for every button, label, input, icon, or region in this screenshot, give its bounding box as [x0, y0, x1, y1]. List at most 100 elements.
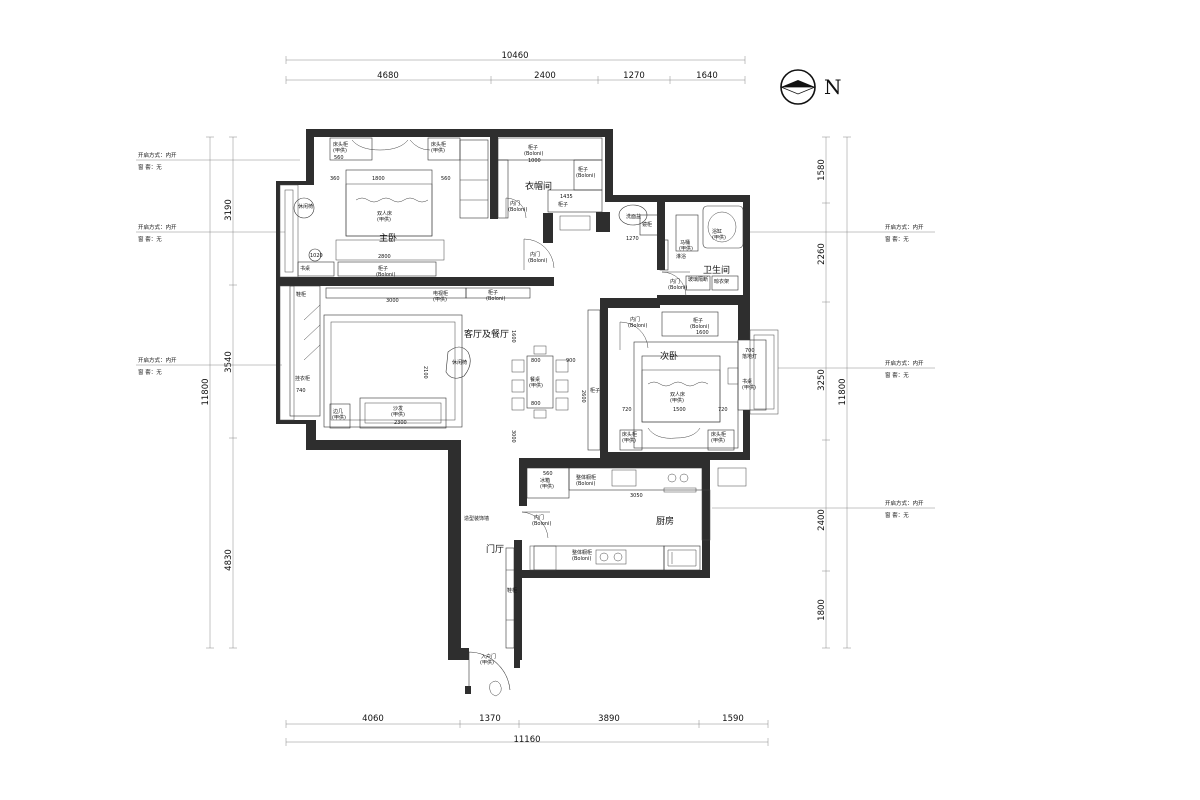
- svg-text:(Boloni): (Boloni): [572, 556, 591, 562]
- walk-in-closet: 柜子 (Boloni) 1000 柜子 (Boloni) 1435 柜子 衣帽间…: [497, 137, 603, 231]
- svg-text:(Boloni): (Boloni): [690, 324, 709, 330]
- svg-text:床头柜: 床头柜: [622, 431, 637, 438]
- svg-text:(Boloni): (Boloni): [576, 481, 595, 487]
- svg-text:800: 800: [531, 401, 541, 407]
- svg-text:1800: 1800: [372, 176, 385, 182]
- svg-text:1600: 1600: [696, 330, 709, 336]
- dim-bottom-seg: 1590: [722, 714, 744, 724]
- dimension-top: 10460 4680 2400 1270 1640: [285, 51, 746, 84]
- svg-text:洗面盆: 洗面盆: [626, 213, 641, 220]
- bathtub: [702, 205, 744, 249]
- svg-text:(甲供): (甲供): [670, 397, 684, 404]
- svg-text:(甲供): (甲供): [622, 437, 636, 444]
- svg-text:(甲供): (甲供): [431, 147, 445, 154]
- room-label-master: 主卧: [379, 232, 397, 244]
- living-dining: 电视柜 (甲供) 3000 柜子 (Boloni) 2100 沙发 (甲供) 2…: [289, 285, 601, 451]
- svg-text:整体橱柜: 整体橱柜: [576, 474, 596, 481]
- svg-text:(甲供): (甲供): [529, 382, 543, 389]
- svg-text:(Boloni): (Boloni): [524, 151, 543, 157]
- foyer: 门厅 鞋柜 入户门 (甲供): [465, 543, 520, 697]
- dim-bottom-seg: 4060: [362, 714, 384, 724]
- svg-text:(Boloni): (Boloni): [486, 296, 505, 302]
- svg-text:(甲供): (甲供): [391, 411, 405, 418]
- dim-top-seg: 4680: [377, 71, 399, 81]
- svg-text:休闲椅: 休闲椅: [298, 203, 313, 210]
- svg-text:720: 720: [718, 407, 728, 413]
- nightstand: [329, 137, 373, 161]
- window-note: 开启方式：内开 窗 套：无: [748, 223, 935, 243]
- room-label-kitchen: 厨房: [656, 515, 674, 527]
- dim-right-seg: 2400: [817, 509, 827, 531]
- svg-text:冰箱: 冰箱: [540, 477, 550, 484]
- svg-text:2300: 2300: [394, 420, 407, 426]
- carpet: [323, 314, 463, 428]
- svg-text:造型装饰墙: 造型装饰墙: [464, 515, 489, 522]
- svg-text:2800: 2800: [378, 254, 391, 260]
- svg-text:柜子: 柜子: [578, 166, 588, 173]
- svg-text:开启方式：内开: 开启方式：内开: [885, 499, 924, 507]
- svg-text:柜子: 柜子: [558, 201, 568, 208]
- kitchen-cabinet: [533, 545, 665, 571]
- dim-right-seg: 3250: [817, 369, 827, 391]
- svg-text:560: 560: [543, 471, 553, 477]
- svg-text:边几: 边几: [333, 408, 343, 415]
- svg-text:柜子: 柜子: [528, 144, 538, 151]
- dining-table: [526, 355, 554, 409]
- svg-text:560: 560: [334, 155, 344, 161]
- svg-text:窗 套：无: 窗 套：无: [138, 235, 162, 243]
- svg-text:沙发: 沙发: [393, 405, 403, 412]
- svg-text:1435: 1435: [560, 194, 573, 200]
- sofa: [359, 397, 447, 429]
- svg-text:(Boloni): (Boloni): [532, 521, 551, 527]
- window-note: 开启方式：内开 窗 套：无: [712, 499, 935, 519]
- svg-text:窗 套：无: 窗 套：无: [885, 235, 909, 243]
- svg-text:窗 套：无: 窗 套：无: [138, 163, 162, 171]
- svg-text:开启方式：内开: 开启方式：内开: [885, 223, 924, 231]
- svg-text:内门: 内门: [510, 200, 520, 207]
- dim-top-seg: 1270: [623, 71, 645, 81]
- svg-text:休闲椅: 休闲椅: [452, 359, 467, 366]
- svg-text:柜子: 柜子: [378, 265, 388, 272]
- dim-top-total: 10460: [501, 51, 528, 61]
- svg-text:1020: 1020: [310, 253, 323, 259]
- svg-text:2100: 2100: [422, 366, 428, 379]
- window-note: 开启方式：内开 窗 套：无: [136, 223, 285, 243]
- svg-text:落地灯: 落地灯: [742, 353, 757, 360]
- svg-text:(甲供): (甲供): [712, 234, 726, 241]
- svg-text:720: 720: [622, 407, 632, 413]
- room-label-foyer: 门厅: [486, 543, 504, 555]
- svg-text:2600: 2600: [580, 390, 586, 403]
- svg-text:(甲供): (甲供): [540, 483, 554, 490]
- dim-bottom-seg: 3890: [598, 714, 620, 724]
- leisure-chair: [293, 197, 315, 219]
- room-label-living: 客厅及餐厅: [464, 328, 509, 340]
- dim-left-total: 11800: [201, 378, 211, 405]
- svg-text:窗 套：无: 窗 套：无: [138, 368, 162, 376]
- svg-text:(甲供): (甲供): [679, 245, 693, 252]
- svg-text:(Boloni): (Boloni): [628, 323, 647, 329]
- svg-text:3000: 3000: [510, 430, 516, 443]
- window-note: 开启方式：内开 窗 套：无: [778, 359, 935, 379]
- svg-text:3050: 3050: [630, 493, 643, 499]
- svg-text:整体橱柜: 整体橱柜: [572, 549, 592, 556]
- dim-right-seg: 2260: [817, 243, 827, 265]
- second-bedroom: 柜子 (Boloni) 1600 双人床 (甲供) 1500 720 720 次…: [619, 311, 767, 451]
- dim-right-seg: 1580: [817, 159, 827, 181]
- svg-text:开启方式：内开: 开启方式：内开: [138, 356, 177, 364]
- svg-text:餐桌: 餐桌: [530, 376, 540, 383]
- svg-text:床头柜: 床头柜: [711, 431, 726, 438]
- svg-text:开启方式：内开: 开启方式：内开: [885, 359, 924, 367]
- master-bedroom: 床头柜 (甲供) 床头柜 (甲供) 双人床 (甲供) 1800 360 560 …: [293, 137, 555, 278]
- svg-text:内门: 内门: [630, 316, 640, 323]
- svg-text:(甲供): (甲供): [480, 659, 494, 666]
- svg-text:(Boloni): (Boloni): [528, 258, 547, 264]
- svg-text:1500: 1500: [673, 407, 686, 413]
- svg-text:360: 360: [330, 176, 340, 182]
- svg-text:挂衣柜: 挂衣柜: [295, 375, 310, 382]
- svg-text:内门: 内门: [670, 278, 680, 285]
- dim-top-seg: 2400: [534, 71, 556, 81]
- room-label-closet: 衣帽间: [525, 180, 552, 192]
- window-note: 开启方式：内开 窗 套：无: [136, 356, 282, 376]
- windows: [279, 184, 779, 541]
